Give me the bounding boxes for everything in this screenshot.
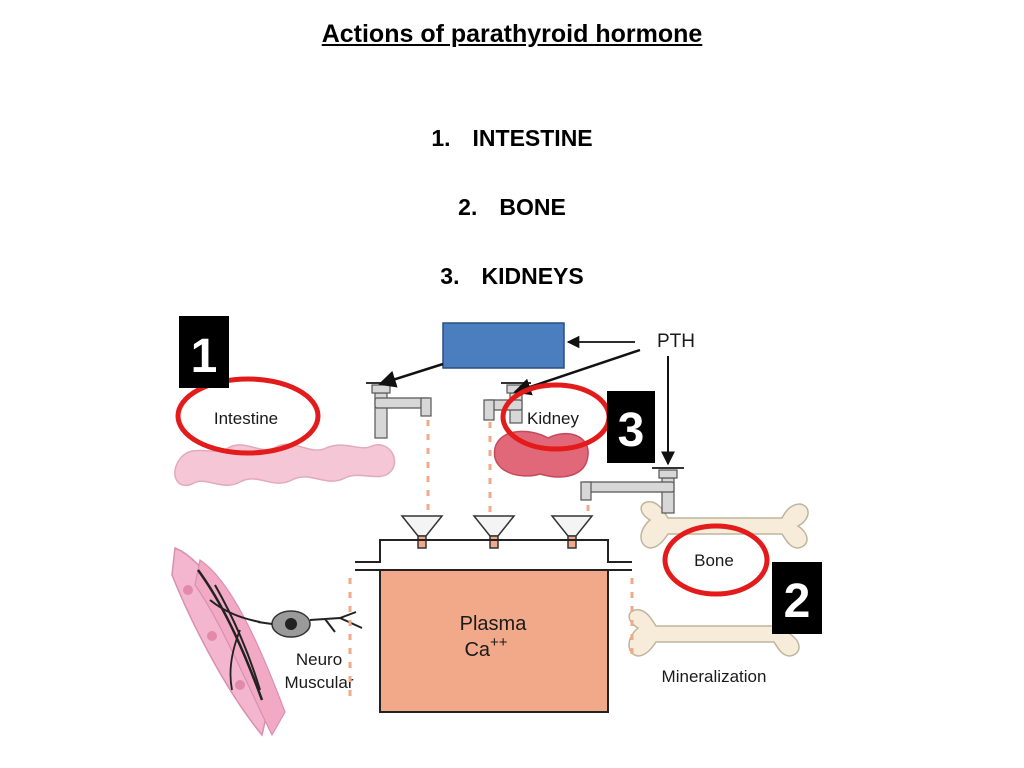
calcium-label: Ca++ [464, 634, 507, 661]
neuro-label: Neuro [296, 650, 342, 669]
intestine-label: Intestine [214, 409, 278, 428]
box-to-intestine-arrow [378, 362, 444, 388]
list-item-kidneys: 3. KIDNEYS [0, 258, 1024, 327]
badge-bone: 2 [772, 562, 822, 634]
list-number: 1. [431, 125, 451, 151]
hormone-box [442, 322, 565, 369]
muscle-fiber-illustration [171, 546, 286, 737]
muscular-label: Muscular [285, 673, 354, 692]
neuron-icon [257, 610, 363, 638]
kidney-illustration [493, 430, 589, 478]
intestine-faucet [366, 382, 432, 439]
badge-number: 3 [618, 404, 645, 457]
list-number: 3. [440, 263, 460, 289]
badge-kidney: 3 [607, 391, 655, 463]
mineralization-label: Mineralization [662, 667, 767, 686]
plasma-tank-lid [355, 539, 632, 563]
badge-number: 2 [784, 575, 811, 628]
pth-label: PTH [657, 331, 695, 352]
badge-number: 1 [191, 330, 218, 383]
calcium-flow-dashes [348, 420, 634, 700]
badge-intestine: 1 [179, 316, 229, 388]
calcium-charge: ++ [490, 634, 508, 651]
bone-faucet [580, 467, 684, 514]
organ-list: 1. INTESTINE 2. BONE 3. KIDNEYS [0, 120, 1024, 327]
slide-title: Actions of parathyroid hormone [321, 20, 703, 48]
list-item-intestine: 1. INTESTINE [0, 120, 1024, 189]
kidney-label: Kidney [527, 409, 579, 428]
list-item-bone: 2. BONE [0, 189, 1024, 258]
list-label: KIDNEYS [481, 263, 584, 289]
list-number: 2. [458, 194, 478, 220]
funnels [400, 515, 594, 549]
list-label: INTESTINE [472, 125, 593, 151]
list-label: BONE [499, 194, 566, 220]
calcium-symbol: Ca [464, 639, 490, 661]
intestine-highlight-circle [175, 376, 321, 456]
intestine-illustration [174, 443, 396, 487]
plasma-label: Plasma [460, 613, 528, 635]
plasma-tank [379, 569, 609, 713]
bone-highlight-circle [662, 523, 770, 597]
bone-label: Bone [694, 551, 734, 570]
